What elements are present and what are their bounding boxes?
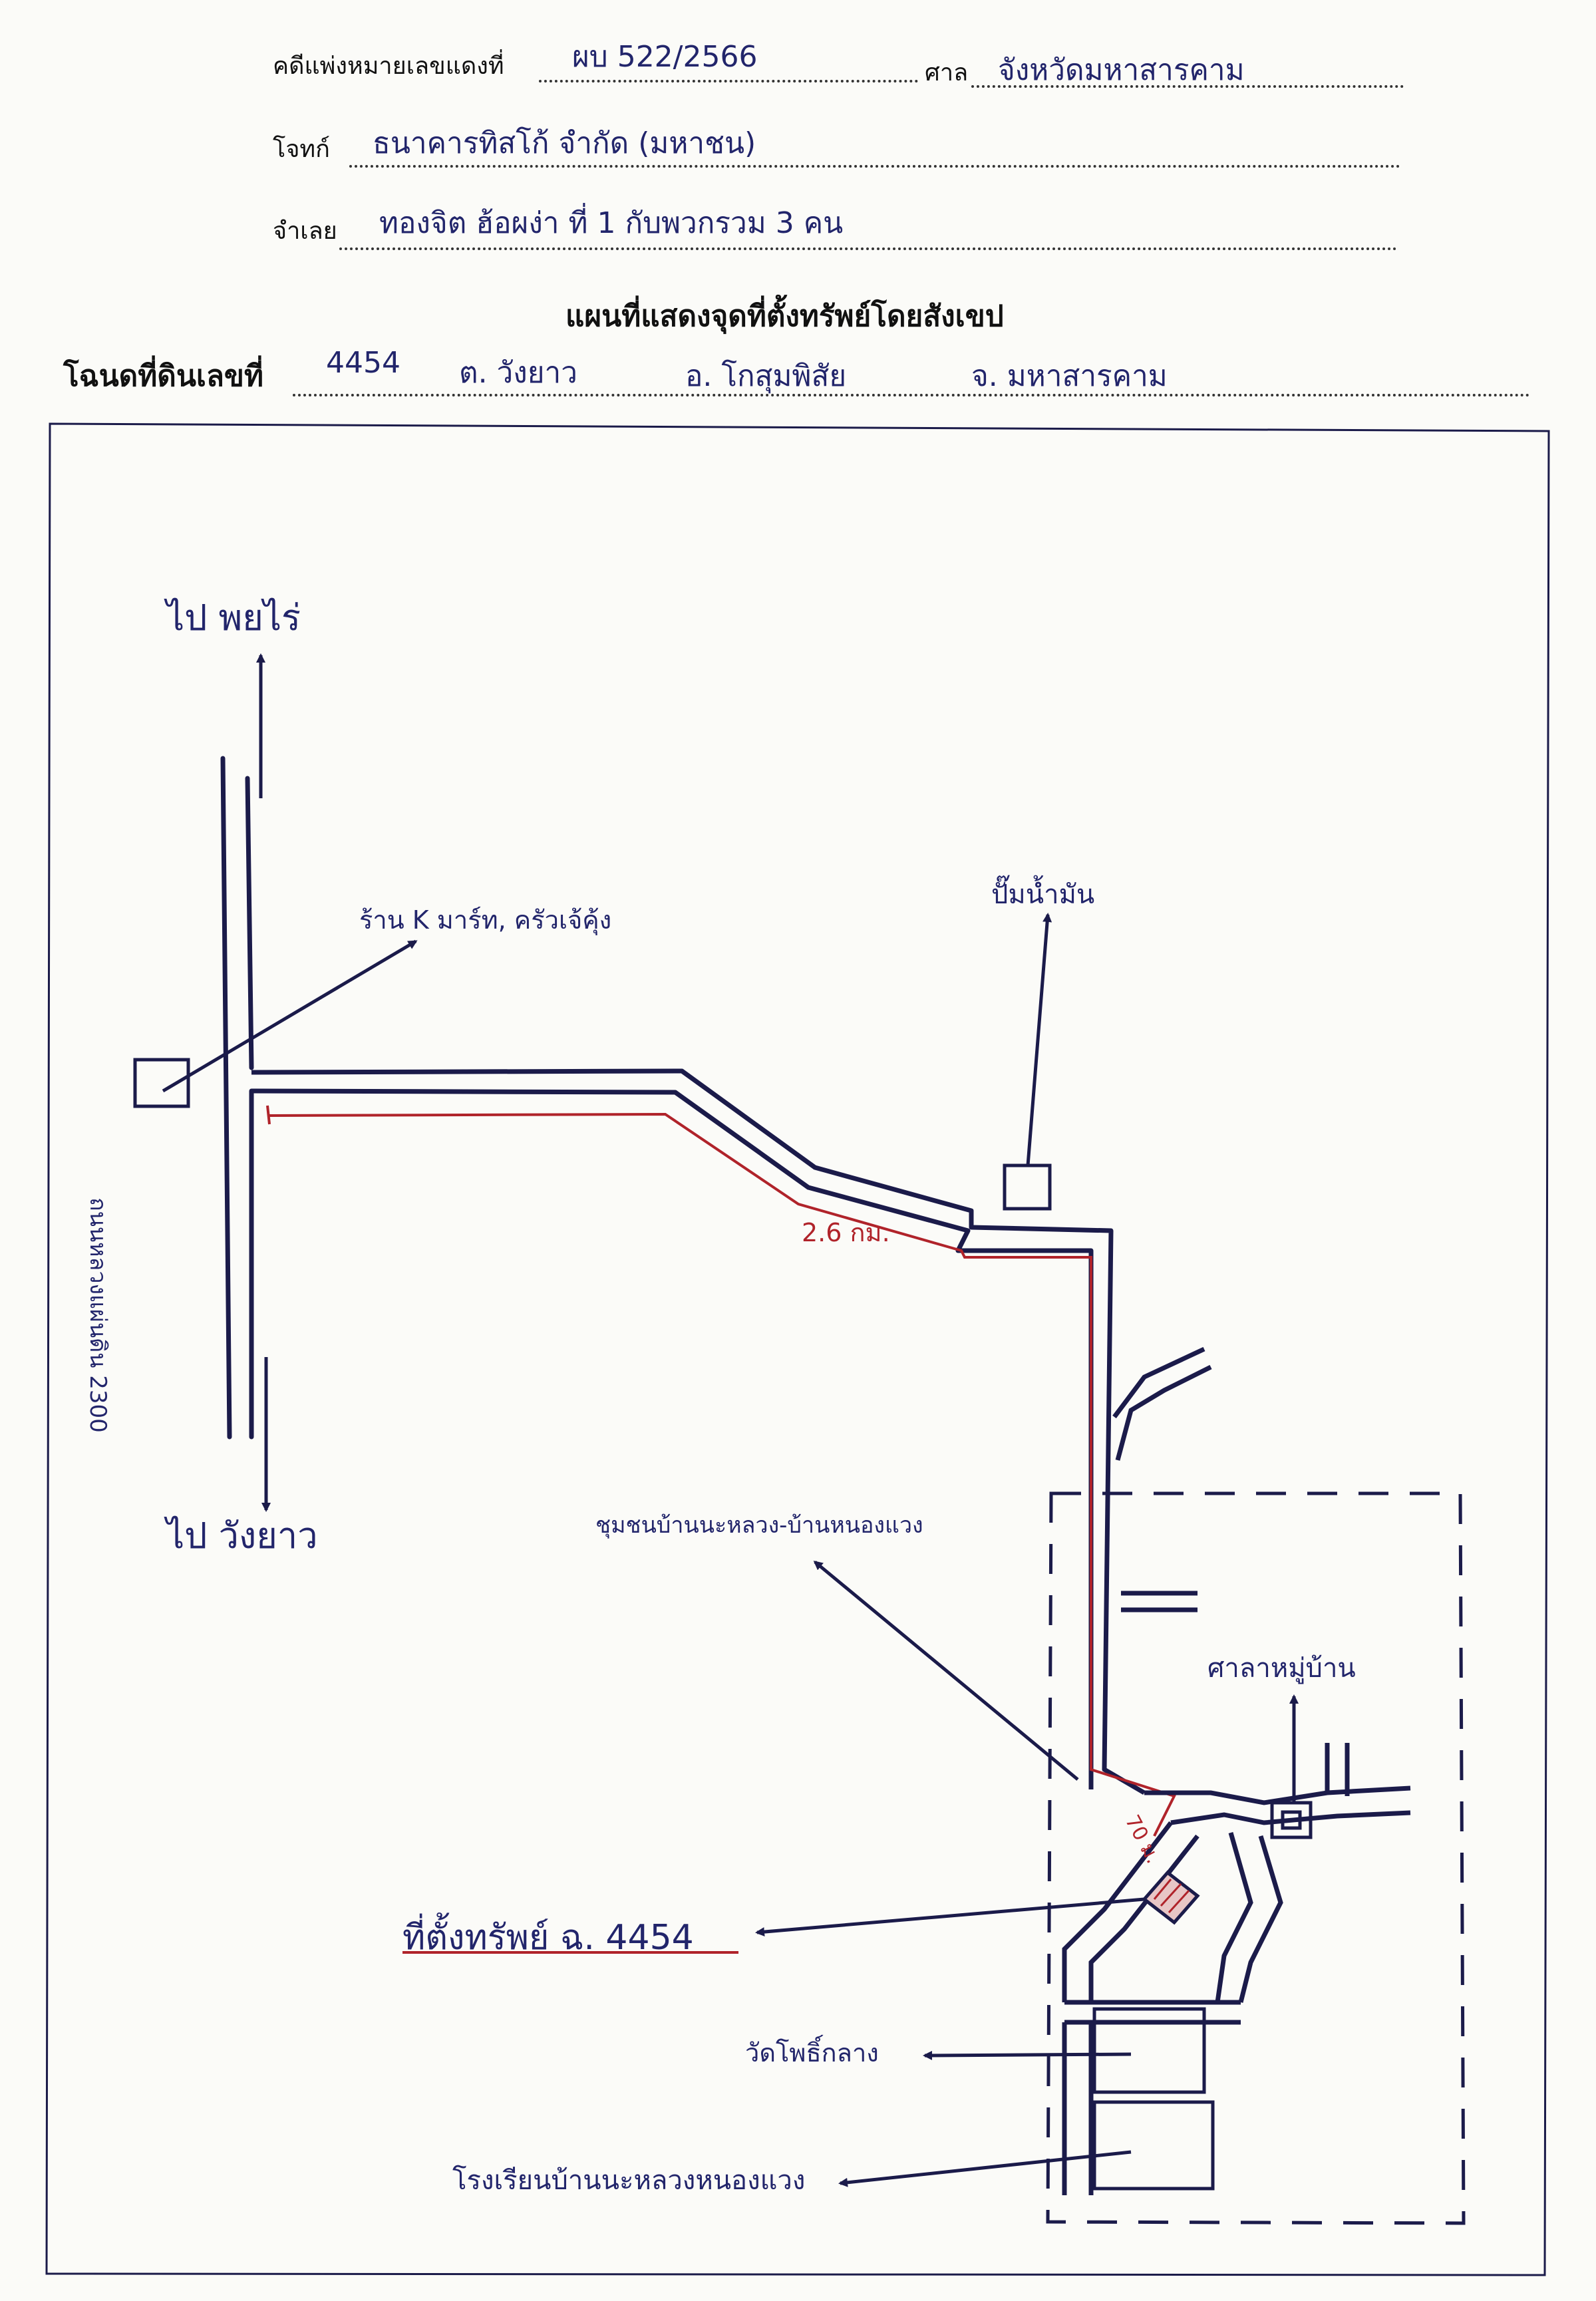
- route-line: [266, 1105, 1176, 1837]
- community-label: ชุมชนบ้านนะหลวง-บ้านหนองแวง: [595, 1512, 923, 1539]
- side-road: [251, 1068, 1146, 1795]
- highway-label: ถนนหลวงแผ่นดิน 2300: [84, 1197, 111, 1433]
- deed-amphoe: อ. โกสุมพิสัย: [685, 359, 847, 393]
- defendant-name: ทองจิต ฮ้อผง่า ที่ 1 กับพวกรวม 3 คน: [379, 206, 844, 240]
- village-hall-marker: [1270, 1801, 1313, 1839]
- plaintiff-dotline: [349, 165, 1400, 168]
- community-arrow: [813, 1561, 1079, 1781]
- village-hall-label: ศาลาหมู่บ้าน: [1207, 1653, 1356, 1684]
- map-frame: [45, 422, 1550, 2276]
- temple-arrow: [923, 2050, 1132, 2060]
- to-north-label: ไป พยไร่: [166, 597, 301, 639]
- property-arrow: [755, 1897, 1145, 1937]
- community-boundary: [1046, 1491, 1466, 2225]
- shop-arrow: [162, 939, 418, 1093]
- gas-station-label: ปั๊มน้ำมัน: [991, 879, 1095, 910]
- to-south-label: ไป วังยาว: [166, 1515, 318, 1557]
- case-dotline: [539, 80, 918, 82]
- map-title: แผนที่แสดงจุดที่ตั้งทรัพย์โดยสังเขป: [565, 299, 1004, 333]
- property-parcel: [1142, 1870, 1200, 1925]
- shop-label: ร้าน K มาร์ท, ครัวเจ้คุ้ง: [359, 905, 612, 935]
- school-arrow: [838, 2150, 1132, 2187]
- case-label: คดีแพ่งหมายเลขแดงที่: [273, 53, 504, 80]
- distance-km-label: 2.6 กม.: [802, 1218, 890, 1247]
- court-label: ศาล: [925, 59, 969, 86]
- school-marker: [1092, 2100, 1215, 2191]
- property-label: ที่ตั้งทรัพย์ ฉ. 4454: [402, 1918, 694, 1958]
- temple-label: วัดโพธิ์กลาง: [745, 2038, 879, 2068]
- deed-province: จ. มหาสารคาม: [971, 359, 1168, 393]
- school-label: โรงเรียนบ้านนะหลวงหนองแวง: [452, 2165, 806, 2196]
- deed-number: 4454: [326, 346, 400, 380]
- defendant-label: จำเลย: [273, 218, 337, 245]
- deed-dotline: [293, 394, 1530, 396]
- shop-marker: [133, 1058, 190, 1108]
- case-number: ผบ 522/2566: [572, 40, 758, 74]
- defendant-dotline: [339, 247, 1397, 250]
- court-dotline: [971, 85, 1404, 88]
- court-name: จังหวัดมหาสารคาม: [998, 53, 1245, 87]
- deed-tambon: ต. วังยาว: [459, 356, 577, 390]
- deed-label: โฉนดที่ดินเลขที่: [63, 359, 263, 393]
- plaintiff-label: โจทก์: [273, 136, 330, 163]
- highway-2300: [220, 756, 254, 1440]
- gas-station-marker: [1003, 1163, 1052, 1211]
- branch-road: [1112, 1346, 1212, 1461]
- plaintiff-name: ธนาคารทิสโก้ จำกัด (มหาชน): [373, 126, 756, 160]
- temple-marker: [1092, 2007, 1206, 2094]
- gas-station-arrow: [1026, 913, 1052, 1166]
